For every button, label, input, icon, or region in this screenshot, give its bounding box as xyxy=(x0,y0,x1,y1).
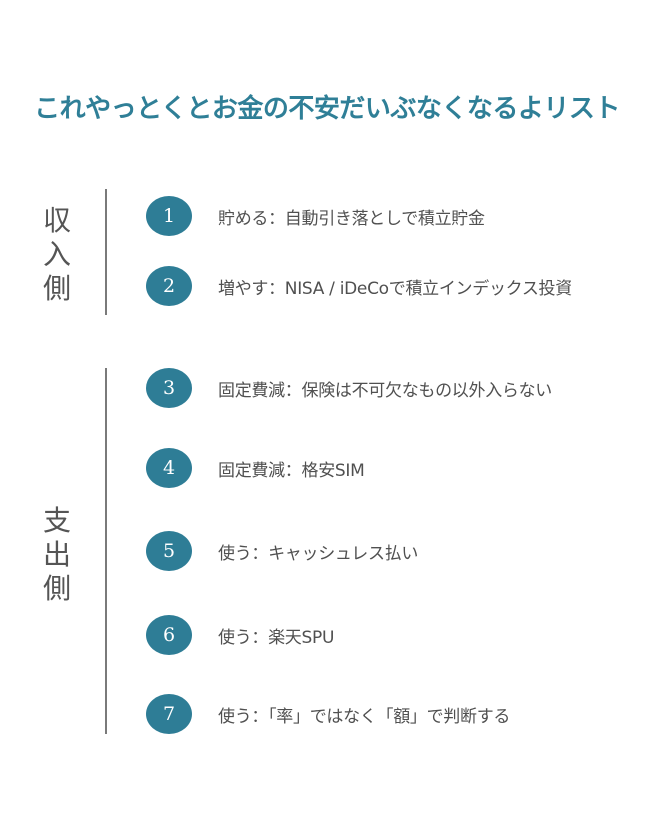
item-text: 固定費減：保険は不可欠なもの以外入らない xyxy=(218,380,552,401)
section-divider-expense xyxy=(105,368,107,734)
item-number-badge: 4 xyxy=(146,448,192,488)
list-item: 4 固定費減：格安SIM xyxy=(146,448,365,488)
item-text: 使う：キャッシュレス払い xyxy=(218,543,419,564)
list-item: 1 貯める：自動引き落としで積立貯金 xyxy=(146,196,485,236)
list-item: 3 固定費減：保険は不可欠なもの以外入らない xyxy=(146,368,552,408)
section-divider-income xyxy=(105,189,107,315)
list-item: 7 使う：「率」ではなく「額」で判断する xyxy=(146,694,510,734)
list-item: 2 増やす：NISA / iDeCoで積立インデックス投資 xyxy=(146,266,572,306)
section-label-char: 出 xyxy=(42,538,71,571)
item-number-badge: 2 xyxy=(146,266,192,306)
section-label-char: 支 xyxy=(42,504,71,537)
item-text: 使う：楽天SPU xyxy=(218,627,335,648)
item-text: 使う：「率」ではなく「額」で判断する xyxy=(218,706,511,727)
item-number-badge: 7 xyxy=(146,694,192,734)
list-item: 5 使う：キャッシュレス払い xyxy=(146,531,418,571)
item-text: 貯める：自動引き落としで積立貯金 xyxy=(218,208,485,229)
item-number-badge: 6 xyxy=(146,615,192,655)
item-number-badge: 5 xyxy=(146,531,192,571)
item-text: 固定費減：格安SIM xyxy=(218,460,365,481)
section-label-char: 側 xyxy=(42,272,71,305)
section-label-expense: 支 出 側 xyxy=(34,504,80,606)
section-label-income: 収 入 側 xyxy=(34,204,80,306)
section-label-char: 入 xyxy=(42,238,71,271)
item-number-badge: 3 xyxy=(146,368,192,408)
item-text: 増やす：NISA / iDeCoで積立インデックス投資 xyxy=(218,278,572,299)
page-title: これやっとくとお金の不安だいぶなくなるよリスト xyxy=(34,94,620,124)
section-label-char: 側 xyxy=(42,572,71,605)
item-number-badge: 1 xyxy=(146,196,192,236)
list-item: 6 使う：楽天SPU xyxy=(146,615,334,655)
section-label-char: 収 xyxy=(42,204,71,237)
